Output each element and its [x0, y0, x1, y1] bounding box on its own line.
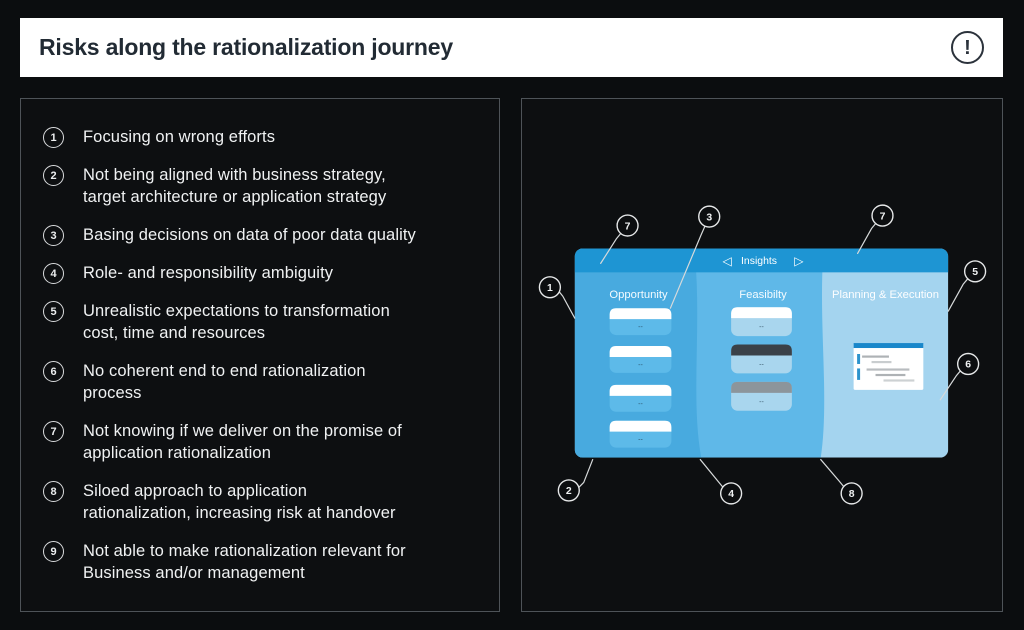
- callout-line-6: [939, 369, 962, 401]
- risk-4-number-badge: 4: [43, 263, 64, 284]
- window-text-line: [862, 355, 889, 358]
- insights-prev-icon: ◁: [723, 254, 733, 268]
- rationalization-diagram: ◁ Insights ▷ Opportunity Feasibilty Plan…: [538, 204, 987, 505]
- callout-7-left: 7: [616, 214, 639, 237]
- callout-7-right: 7: [871, 204, 894, 227]
- callout-line-2: [578, 458, 594, 489]
- risk-8-number-badge: 8: [43, 481, 64, 502]
- callout-1: 1: [538, 276, 562, 299]
- risk-2-number-badge: 2: [43, 165, 64, 186]
- risk-item-5: 5 Unrealistic expectations to transforma…: [43, 300, 499, 344]
- alert-glyph: !: [964, 36, 971, 59]
- risk-5-number-badge: 5: [43, 301, 64, 322]
- window-text-line: [875, 373, 906, 377]
- risk-item-3: 3 Basing decisions on data of poor data …: [43, 224, 499, 246]
- window-accent-bar-2: [857, 368, 861, 380]
- callout-4: 4: [719, 482, 743, 505]
- svg-text:--: --: [638, 362, 643, 369]
- feasibility-card-3: --: [731, 381, 792, 411]
- diagram-panel: ◁ Insights ▷ Opportunity Feasibilty Plan…: [521, 98, 1003, 612]
- risk-item-1: 1 Focusing on wrong efforts: [43, 126, 499, 148]
- page-title: Risks along the rationalization journey: [39, 34, 453, 60]
- risk-2-text: Not being aligned with business strategy…: [83, 166, 387, 206]
- window-text-line: [866, 368, 910, 371]
- svg-text:--: --: [759, 399, 764, 406]
- callout-5: 5: [963, 260, 987, 283]
- window-text-line: [883, 379, 915, 382]
- alert-icon: !: [951, 31, 984, 64]
- callout-line-8: [820, 458, 845, 488]
- risk-3-number-badge: 3: [43, 225, 64, 246]
- risk-6-number-badge: 6: [43, 361, 64, 382]
- opportunity-card-2: --: [609, 346, 672, 373]
- callout-6: 6: [956, 352, 980, 376]
- risk-4-text: Role- and responsibility ambiguity: [83, 264, 334, 282]
- risk-7-number-badge: 7: [43, 421, 64, 442]
- svg-text:1: 1: [547, 283, 553, 294]
- insights-bar: [574, 248, 949, 273]
- svg-text:8: 8: [849, 489, 855, 500]
- svg-text:--: --: [759, 324, 764, 331]
- callout-2: 2: [557, 479, 580, 502]
- callout-3: 3: [698, 205, 721, 228]
- insights-title: Insights: [741, 256, 777, 267]
- callout-line-3: [669, 224, 706, 309]
- svg-text:--: --: [638, 437, 643, 444]
- opportunity-card-3: --: [609, 384, 672, 412]
- column-title-feasibility: Feasibilty: [739, 289, 787, 301]
- risk-9-text: Not able to make rationalization relevan…: [83, 542, 406, 582]
- svg-text:--: --: [759, 361, 764, 368]
- risk-8-text: Siloed approach to application rationali…: [83, 482, 396, 522]
- svg-text:--: --: [638, 324, 643, 331]
- risks-panel: 1 Focusing on wrong efforts 2 Not being …: [20, 98, 500, 612]
- window-text-line: [871, 360, 892, 364]
- risk-3-text: Basing decisions on data of poor data qu…: [83, 226, 416, 244]
- svg-text:--: --: [638, 401, 643, 408]
- risks-list: 1 Focusing on wrong efforts 2 Not being …: [21, 99, 499, 584]
- column-title-opportunity: Opportunity: [609, 289, 668, 301]
- risk-1-number-badge: 1: [43, 127, 64, 148]
- risk-7-text: Not knowing if we deliver on the promise…: [83, 422, 402, 462]
- callout-line-4: [699, 458, 724, 489]
- opportunity-card-1: --: [609, 308, 672, 336]
- risk-item-4: 4 Role- and responsibility ambiguity: [43, 262, 499, 284]
- risk-item-6: 6 No coherent end to end rationalization…: [43, 360, 499, 404]
- detail-window: [853, 343, 924, 390]
- svg-text:2: 2: [566, 486, 572, 497]
- insights-next-icon: ▷: [794, 254, 804, 268]
- risk-1-text: Focusing on wrong efforts: [83, 128, 276, 146]
- callout-line-7a: [600, 231, 623, 264]
- risk-item-7: 7 Not knowing if we deliver on the promi…: [43, 420, 499, 464]
- svg-text:3: 3: [706, 212, 712, 223]
- svg-text:7: 7: [880, 211, 886, 222]
- svg-text:5: 5: [972, 267, 978, 278]
- svg-text:7: 7: [625, 221, 631, 232]
- feasibility-card-1: --: [731, 307, 792, 337]
- callout-8: 8: [840, 482, 863, 505]
- window-accent-bar-1: [857, 354, 861, 364]
- risk-5-text: Unrealistic expectations to transformati…: [83, 302, 390, 342]
- column-title-planning-execution: Planning & Execution: [832, 289, 939, 301]
- feasibility-card-2: --: [731, 344, 792, 374]
- callout-line-1: [558, 290, 576, 319]
- callout-line-7b: [857, 221, 878, 255]
- risk-6-text: No coherent end to end rationalization p…: [83, 362, 366, 402]
- svg-text:6: 6: [965, 360, 971, 371]
- risk-9-number-badge: 9: [43, 541, 64, 562]
- title-bar: Risks along the rationalization journey …: [20, 18, 1003, 77]
- risk-item-9: 9 Not able to make rationalization relev…: [43, 540, 499, 584]
- window-title-bar: [853, 343, 924, 349]
- callout-line-5: [947, 277, 969, 312]
- svg-text:4: 4: [728, 489, 734, 500]
- opportunity-card-4: --: [609, 420, 672, 448]
- risk-item-8: 8 Siloed approach to application rationa…: [43, 480, 499, 524]
- risk-item-2: 2 Not being aligned with business strate…: [43, 164, 499, 208]
